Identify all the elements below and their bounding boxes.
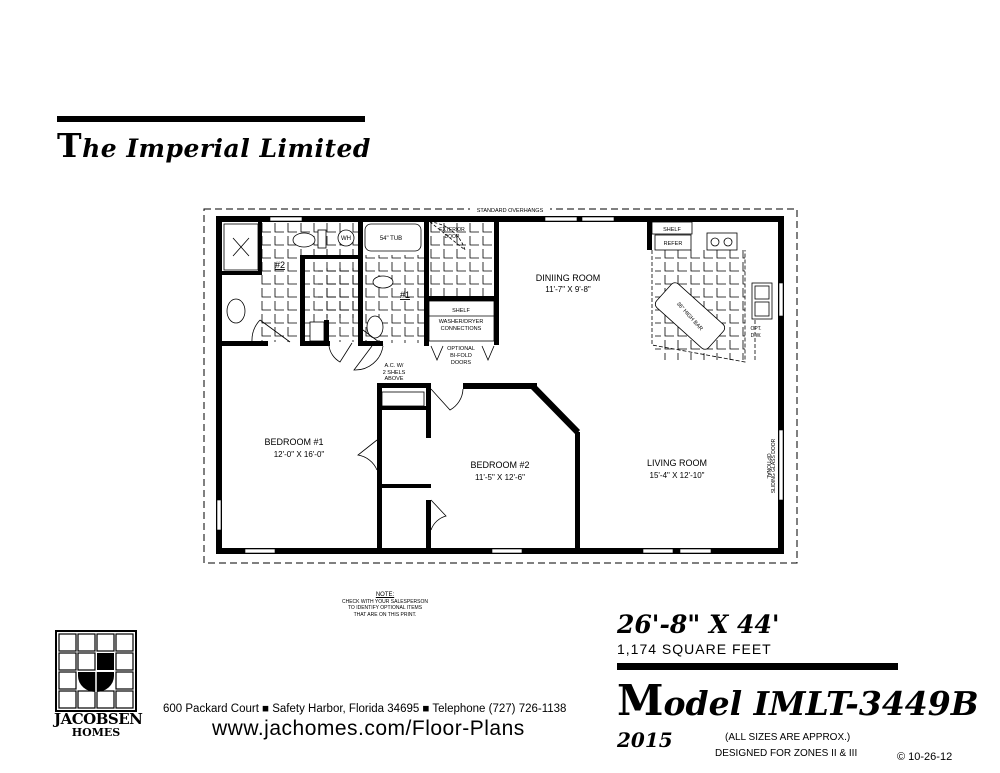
bifold-label-3: DOORS [451, 360, 472, 366]
ac-label-2: 2 SHELS [383, 370, 406, 376]
laundry-closet [428, 300, 495, 342]
bedroom1-size: 12'-0" X 16'-0" [274, 450, 325, 459]
sink-bath2 [226, 298, 246, 324]
model-year: 2015 [617, 728, 673, 752]
kitchen-shelf-label: SHELF [663, 227, 681, 233]
square-feet: 1,174 SQUARE FEET [617, 641, 772, 657]
refrigerator [654, 234, 692, 251]
bifold-label-1: OPTIONAL [447, 346, 475, 352]
title-rule [57, 116, 365, 122]
water-heater-label: WH [341, 236, 351, 242]
note: NOTE: CHECK WITH YOUR SALESPERSON TO IDE… [330, 592, 440, 618]
toilet-bath2 [292, 232, 316, 248]
bar-counter [654, 282, 726, 350]
water-heater-icon [337, 229, 355, 247]
floor-plan: STANDARD OVERHANGS [203, 208, 798, 564]
sliding-door-label-1: OPTIONAL [765, 453, 771, 479]
home-dimensions: 26'-8" X 44' [617, 610, 780, 639]
bath2-label: #2 [275, 260, 285, 270]
sliding-door-label-2b: SLIDING GLASS DOOR [771, 438, 777, 493]
overhang-label: STANDARD OVERHANGS [477, 208, 544, 214]
logo-text: JACOBSEN HOMES [54, 710, 143, 740]
bifold-label-2: BI-FOLD [450, 353, 472, 359]
dishwasher-label-1: OPT. [750, 326, 761, 332]
copyright-date: © 10-26-12 [897, 751, 953, 763]
windows [216, 216, 784, 554]
website-link[interactable]: www.jachomes.com/Floor-Plans [212, 717, 525, 740]
bedroom1-name: BEDROOM #1 [264, 437, 323, 447]
dining-room-name: DINIING ROOM [536, 273, 601, 283]
overhang-outline [203, 208, 798, 564]
tub-label: 54" TUB [380, 236, 402, 242]
tub [364, 223, 422, 252]
exterior-door-label-2: DOOR [445, 234, 460, 240]
toilet-bath1 [366, 315, 384, 339]
ac-label-3: ABOVE [385, 376, 404, 382]
bedroom2-size: 11'-5" X 12'-6" [475, 473, 525, 482]
laundry-shelf-label: SHELF [452, 308, 470, 314]
bedroom2-name: BEDROOM #2 [470, 460, 529, 470]
living-room-size: 15'-4" X 12'-10" [650, 471, 705, 480]
title-rest: he Imperial Limited [82, 134, 371, 163]
ac-label-1: A.C. W/ [385, 363, 404, 369]
model-initial: M [617, 676, 664, 725]
note-line: THAT ARE ON THIS PRINT. [353, 611, 417, 618]
refer-label: REFER [664, 241, 683, 247]
dishwasher-label-2: D.W. [751, 333, 762, 339]
logo-line-2: HOMES [71, 726, 121, 739]
living-room-name: LIVING ROOM [647, 458, 707, 468]
dining-room-size: 11'-7" X 9'-8" [545, 285, 591, 294]
model-rest: odel IMLT-3449B [663, 684, 979, 723]
model-number: Model IMLT-3449B [617, 676, 979, 725]
note-heading: NOTE: [375, 592, 395, 598]
approx-note: (ALL SIZES ARE APPROX.) [725, 732, 851, 743]
exterior-door-label-1: EXTERIOR [439, 227, 465, 233]
logo-line-1: JACOBSEN [54, 710, 143, 728]
sink-bath1 [372, 275, 394, 289]
note-line: CHECK WITH YOUR SALESPERSON [341, 598, 429, 605]
washer-dryer-label-1: WASHER/DRYER [439, 319, 484, 325]
note-line: TO IDENTIFY OPTIONAL ITEMS [347, 605, 423, 611]
company-address: 600 Packard Court ■ Safety Harbor, Flori… [163, 703, 567, 715]
jacobsen-logo [55, 630, 137, 712]
zones-note: DESIGNED FOR ZONES II & III [715, 748, 858, 759]
washer-dryer-label-2: CONNECTIONS [441, 326, 482, 332]
model-rule [617, 663, 898, 670]
title-initial: T [57, 126, 83, 165]
kitchen-shelf [651, 221, 693, 235]
page-title: The Imperial Limited [57, 126, 371, 165]
bath1-label: #1 [400, 290, 410, 300]
